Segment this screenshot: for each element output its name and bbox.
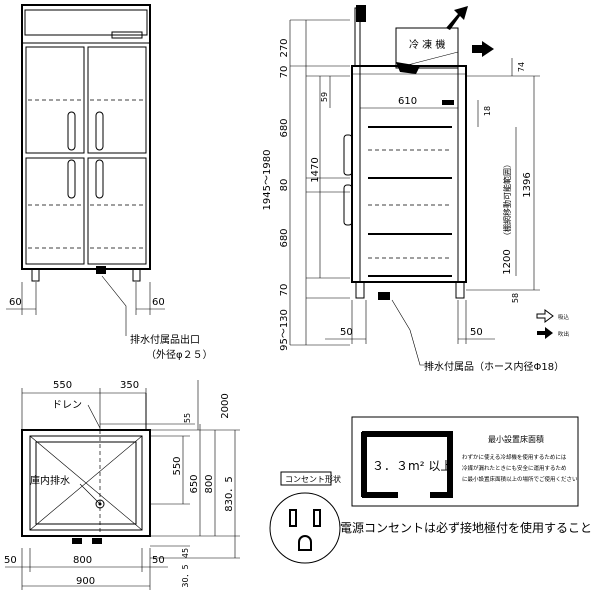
- side-dim-70-bottom: 70: [279, 284, 290, 297]
- side-dim-overall: 1945～1980: [262, 150, 273, 211]
- front-leg: [31, 268, 40, 282]
- front-dim-left: 60: [9, 297, 22, 308]
- plan-dim-bottom-800: 800: [73, 555, 92, 566]
- compressor-label: 冷 凍 機: [409, 38, 445, 51]
- outlet-caption: 電源コンセントは必ず接地極付を使用すること: [340, 520, 592, 535]
- plan-dim-30-5: 30．5: [181, 564, 190, 587]
- plan-dim-800-side: 800: [204, 474, 215, 493]
- outlet-tag-box: [280, 471, 332, 486]
- evaporator-marker: [442, 100, 454, 105]
- drain-fitting: [378, 292, 390, 300]
- side-door-handle: [343, 134, 353, 176]
- front-drain-sub: （外径φ２５）: [146, 348, 213, 361]
- installation-note-1: わずかに使える冷却機を使用するためには: [462, 453, 567, 461]
- plan-dim-830-5: 830．5: [224, 476, 235, 511]
- side-dim-95-130: 95～130: [279, 309, 290, 351]
- side-dim-74: 74: [517, 62, 526, 72]
- side-leg: [455, 281, 465, 299]
- side-dim-bottom-right: 50: [470, 327, 483, 338]
- plan-inner-outline: [29, 435, 143, 531]
- side-shelf-range-label: （棚網移動可能範囲）: [502, 160, 512, 240]
- plan-dim-650: 650: [189, 474, 200, 493]
- front-door-upper-left: [25, 46, 85, 154]
- front-control-panel: [111, 31, 143, 39]
- side-view: 冷 凍 機: [262, 5, 570, 373]
- side-dim-270: 270: [279, 38, 290, 57]
- plan-cabinet-outline: [21, 429, 151, 537]
- installation-title: 最小設置床面積: [488, 434, 544, 444]
- side-dim-bottom-left: 50: [340, 327, 353, 338]
- front-door-lower-right: [87, 157, 147, 265]
- side-leg: [355, 281, 365, 299]
- side-dim-1200: 1200: [502, 249, 513, 274]
- front-top-panel: [24, 9, 148, 36]
- plan-dim-2000: 2000: [220, 393, 231, 418]
- side-dim-70-top: 70: [279, 66, 290, 79]
- front-view: 60 60 排水付属品出口 （外径φ２５）: [6, 4, 213, 361]
- side-dim-80: 80: [279, 179, 290, 192]
- installation-note-3: に最小設置床面積以上の場所でご使用ください: [462, 475, 578, 483]
- installation-area-panel: ３．３m² 以上 最小設置床面積 わずかに使える冷却機を使用するためには 冷媒が…: [351, 416, 579, 507]
- fan-icon: [396, 62, 420, 74]
- outlet-panel: コンセント形状 電源コンセントは必ず接地極付を使用すること: [269, 471, 592, 564]
- outline-arrow-icon: [536, 309, 554, 323]
- plan-drain-label: ドレン: [52, 400, 82, 411]
- side-drain-label: 排水付属品（ホース内径Φ18）: [424, 360, 564, 373]
- side-dim-610: 610: [398, 96, 417, 107]
- legend-intake: 吸込: [558, 313, 570, 321]
- installation-area-value: ３．３m² 以上: [372, 459, 452, 473]
- plan-dim-900: 900: [76, 576, 95, 587]
- front-door-upper-right: [87, 46, 147, 154]
- front-door-lower-left: [25, 157, 85, 265]
- plan-dim-bottom-50-right: 50: [152, 555, 165, 566]
- side-dim-1470: 1470: [310, 157, 321, 182]
- side-dim-1396: 1396: [522, 172, 533, 197]
- plan-dim-550-top: 550: [53, 380, 72, 391]
- compressor-housing: [395, 27, 459, 69]
- front-cabinet-outline: [21, 4, 151, 270]
- intake-arrow-icon: [472, 41, 494, 57]
- plan-dim-350: 350: [120, 380, 139, 391]
- legend-exhaust: 吹出: [558, 330, 569, 338]
- plan-dim-550-side: 550: [172, 456, 183, 475]
- front-drain-label: 排水付属品出口: [130, 333, 200, 346]
- exhaust-arrow-icon: [446, 6, 468, 30]
- door-handle: [67, 159, 76, 199]
- side-dim-680-lower: 680: [279, 228, 290, 247]
- outlet-ground-pin: [298, 535, 312, 551]
- plan-inner-drain-label: 庫内排水: [30, 474, 70, 487]
- plan-dim-45: 45: [181, 548, 190, 558]
- installation-note-2: 冷媒が漏れたときにも安全に運用するため: [462, 464, 567, 472]
- side-dim-59: 59: [320, 92, 329, 102]
- side-dim-18: 18: [483, 106, 492, 116]
- side-dim-58: 58: [511, 293, 520, 303]
- plan-dim-bottom-50: 50: [4, 555, 17, 566]
- installation-box: [351, 416, 579, 507]
- side-dim-680-upper: 680: [279, 118, 290, 137]
- front-leg: [132, 268, 141, 282]
- solid-arrow-icon: [537, 327, 553, 339]
- plan-view: 550 350 2000 ドレン 55 庫内排水: [4, 380, 240, 590]
- outlet-slot-right: [313, 509, 321, 527]
- side-door-handle: [343, 184, 353, 226]
- outlet-slot-left: [289, 509, 297, 527]
- front-dim-right: 60: [152, 297, 165, 308]
- door-handle: [95, 111, 104, 151]
- plan-dim-55: 55: [183, 413, 192, 423]
- outlet-tag: コンセント形状: [285, 474, 341, 484]
- door-handle: [95, 159, 104, 199]
- drain-outlet-marker: [96, 266, 106, 274]
- grounded-outlet-icon: [269, 492, 341, 564]
- top-bracket: [356, 5, 366, 22]
- door-handle: [67, 111, 76, 151]
